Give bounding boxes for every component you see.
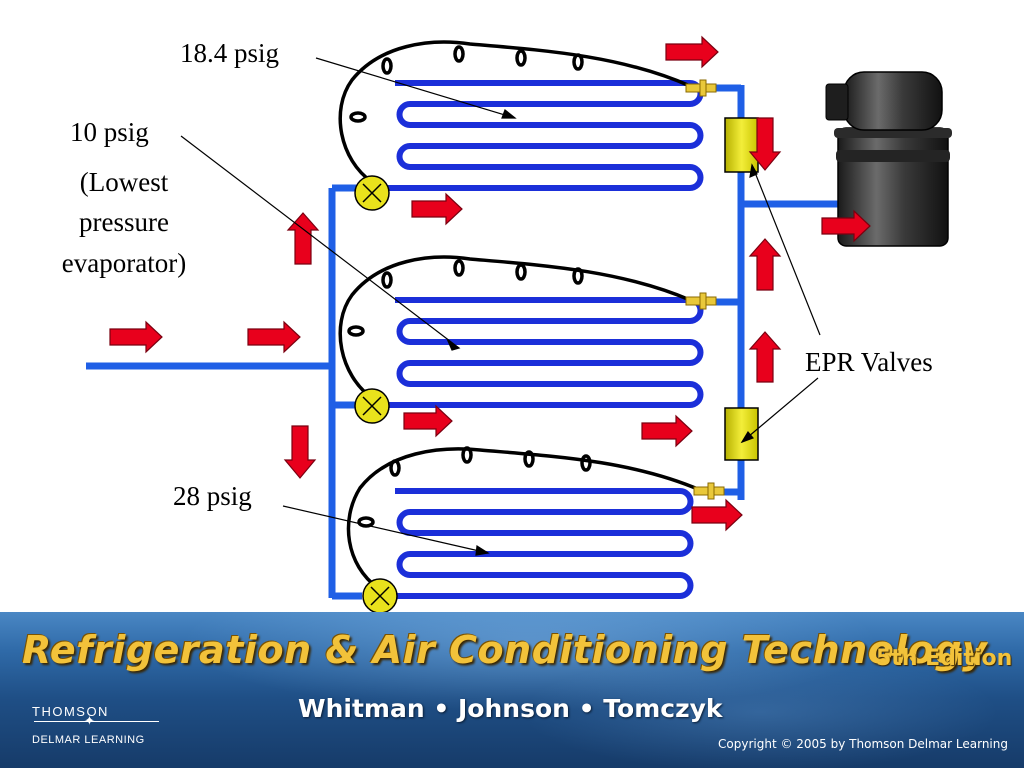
book-edition: 5th Edition <box>876 646 1013 671</box>
evaporator-middle-coil <box>388 297 704 408</box>
leader-lines <box>180 57 821 556</box>
arrow-up <box>286 212 320 265</box>
label-epr-valves: EPR Valves <box>805 347 933 377</box>
epr-valve-bottom <box>724 407 759 461</box>
compressor <box>825 71 952 247</box>
arrow-right <box>411 192 463 226</box>
arrow-down <box>283 425 317 479</box>
evaporator-top-sensing-bulb <box>685 79 717 97</box>
evaporator-bottom-capillary <box>346 447 701 590</box>
evaporator-bottom-expansion-valve <box>362 578 398 614</box>
evaporator-bottom-coil <box>388 488 694 599</box>
arrow-right <box>109 320 163 354</box>
evaporator-middle <box>338 255 717 424</box>
evaporator-middle-sensing-bulb <box>685 292 717 310</box>
label-middle-note-line1: (Lowest <box>80 167 169 197</box>
evaporator-top-coil <box>388 80 704 191</box>
footer-banner <box>0 612 1024 768</box>
publisher-imprint: DELMAR LEARNING <box>32 734 145 746</box>
label-middle-pressure: 10 psig <box>70 117 149 147</box>
label-bottom-pressure: 28 psig <box>173 481 252 511</box>
evaporator-top-expansion-valve <box>354 175 390 211</box>
publisher-name: THOMSON <box>32 704 109 719</box>
copyright-notice: Copyright © 2005 by Thomson Delmar Learn… <box>718 737 1008 751</box>
arrow-right <box>691 498 743 532</box>
label-top-pressure: 18.4 psig <box>180 38 279 68</box>
arrow-up <box>748 331 782 383</box>
book-authors: Whitman • Johnson • Tomczyk <box>298 694 723 723</box>
evaporator-middle-capillary <box>338 255 691 400</box>
arrow-right <box>821 209 871 243</box>
label-middle-note-line2: pressure <box>79 207 169 237</box>
arrow-right <box>641 414 693 448</box>
publisher-logo: THOMSON ✦ DELMAR LEARNING <box>26 704 176 754</box>
publisher-star-line: ✦ <box>34 713 159 728</box>
arrow-right <box>665 35 719 69</box>
book-title: Refrigeration & Air Conditioning Technol… <box>22 628 988 672</box>
arrow-down <box>748 117 782 171</box>
epr-valve-top <box>724 117 759 173</box>
flow-arrows <box>109 35 871 532</box>
liquid-line <box>86 184 362 600</box>
evaporator-top-capillary <box>338 40 691 184</box>
arrow-up <box>748 238 782 291</box>
evaporator-middle-expansion-valve <box>354 388 390 424</box>
label-middle-note-line3: evaporator) <box>62 248 186 278</box>
evaporator-bottom-sensing-bulb <box>693 482 725 500</box>
arrow-right <box>403 404 453 438</box>
arrow-right <box>247 320 301 354</box>
evaporator-top <box>338 40 717 211</box>
evaporator-bottom <box>346 446 725 614</box>
